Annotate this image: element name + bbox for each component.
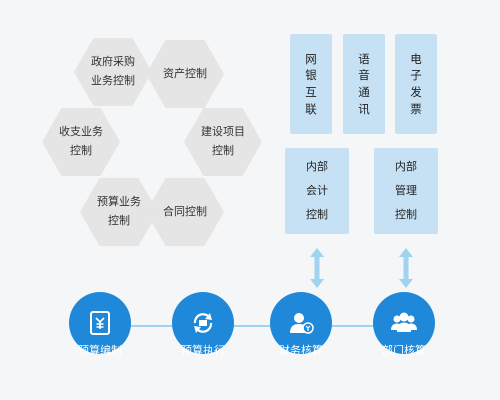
- box-internal-management: 内部 管理 控制: [374, 148, 438, 234]
- box-bank-connect: 网 银 互 联: [290, 34, 332, 134]
- box-bank-char-2: 银: [305, 68, 317, 83]
- double-arrow-icon: [399, 248, 413, 288]
- step-label-budget-exec: 预算执行: [181, 344, 225, 357]
- department-group-icon: [391, 312, 417, 332]
- step-label-budget-prep: 预算编制: [78, 344, 122, 357]
- box-e-invoice: 电 子 发 票: [395, 34, 437, 134]
- hex-budget-line2: 控制: [108, 214, 130, 227]
- hex-asset-line1: 资产控制: [163, 66, 207, 80]
- hex-construction-line2: 控制: [212, 144, 234, 157]
- budget-doc-icon: [90, 311, 110, 335]
- hex-income-line2: 控制: [70, 144, 92, 157]
- box-voice-comm: 语 音 通 讯: [343, 34, 385, 134]
- box-bank-char-3: 互: [305, 85, 317, 99]
- hex-budget-line1: 预算业务: [97, 195, 141, 209]
- hex-contract: 合同控制: [146, 178, 224, 246]
- hex-construction: 建设项目 控制: [184, 108, 262, 176]
- execute-cycle-icon: [193, 313, 213, 333]
- step-budget-exec-circle: [172, 292, 234, 354]
- box-management-line2: 管理: [395, 183, 417, 197]
- box-voice-char-1: 语: [358, 51, 370, 66]
- hex-income: 收支业务 控制: [42, 108, 120, 176]
- box-accounting-line3: 控制: [306, 208, 328, 222]
- box-management-line1: 内部: [395, 159, 417, 173]
- hex-gov-purchase: 政府采购 业务控制: [74, 38, 152, 106]
- double-arrow-icon: [310, 248, 324, 288]
- box-invoice-char-4: 票: [410, 101, 422, 116]
- hex-gov-purchase-line1: 政府采购: [91, 55, 135, 69]
- step-dept-acct-circle: [373, 292, 435, 354]
- box-invoice-char-3: 发: [410, 85, 422, 99]
- step-label-dept-acct: 部门核算: [382, 344, 426, 357]
- box-invoice-char-1: 电: [410, 51, 422, 66]
- hex-gov-purchase-line2: 业务控制: [91, 74, 135, 87]
- step-finance-acct-circle: [270, 292, 332, 354]
- hex-contract-line1: 合同控制: [163, 204, 207, 218]
- box-voice-char-3: 通: [358, 85, 370, 99]
- box-accounting-line2: 会计: [306, 183, 328, 197]
- box-voice-char-2: 音: [358, 68, 370, 83]
- hex-income-line1: 收支业务: [59, 125, 103, 139]
- box-invoice-char-2: 子: [410, 68, 422, 83]
- box-accounting-line1: 内部: [306, 159, 328, 173]
- box-bank-char-1: 网: [305, 51, 317, 66]
- process-connector-line: [96, 325, 404, 327]
- finance-person-icon: [290, 313, 314, 334]
- box-bank-char-4: 联: [305, 101, 317, 116]
- box-voice-char-4: 讯: [358, 101, 370, 116]
- step-label-finance-acct: 财务核算: [279, 344, 323, 357]
- step-budget-prep-circle: [69, 292, 131, 354]
- hex-construction-line1: 建设项目: [201, 125, 245, 139]
- box-internal-accounting: 内部 会计 控制: [285, 148, 349, 234]
- hex-asset: 资产控制: [146, 40, 224, 108]
- box-management-line3: 控制: [395, 208, 417, 222]
